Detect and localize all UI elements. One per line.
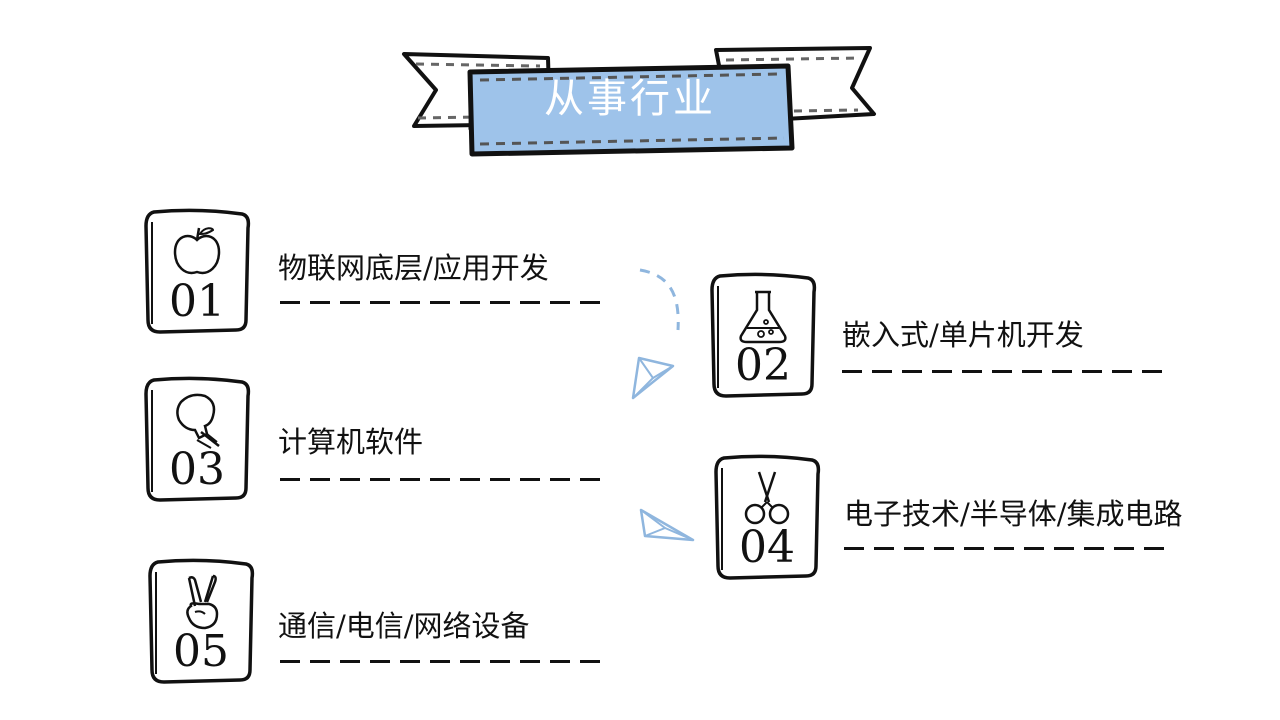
card-number: 04: [739, 522, 795, 573]
card-number: 03: [169, 444, 225, 495]
decor-path: [639, 268, 680, 331]
lightbulb-icon: [176, 393, 220, 449]
paper-plane-icon: [631, 356, 675, 400]
industry-card-01: 01: [142, 208, 252, 334]
card-number: 01: [169, 276, 225, 327]
title-banner: 从事行业: [400, 44, 880, 162]
industry-card-03: 03: [142, 376, 252, 502]
industry-card-04: 04: [712, 454, 822, 580]
underline-02: [842, 370, 1164, 373]
industry-card-02: 02: [708, 272, 818, 398]
card-number: 02: [735, 340, 791, 391]
industry-label-02: 嵌入式/单片机开发: [842, 318, 1084, 352]
scissors-icon: [744, 471, 790, 525]
page-title: 从事行业: [544, 76, 716, 122]
industry-label-01: 物联网底层/应用开发: [278, 251, 549, 285]
underline-01: [280, 301, 602, 304]
ribbon-graphic: [402, 46, 876, 157]
card-number: 05: [173, 626, 229, 677]
flask-icon: [739, 290, 787, 344]
underline-03: [280, 478, 602, 481]
underline-04: [844, 547, 1166, 550]
underline-05: [280, 660, 602, 663]
victory-hand-icon: [186, 574, 219, 630]
industry-label-05: 通信/电信/网络设备: [278, 609, 530, 643]
industry-card-05: 05: [146, 558, 256, 684]
industry-label-03: 计算机软件: [278, 425, 424, 459]
apple-icon: [173, 227, 221, 275]
industry-label-04: 电子技术/半导体/集成电路: [844, 497, 1183, 531]
paper-plane-icon-2: [639, 508, 695, 542]
